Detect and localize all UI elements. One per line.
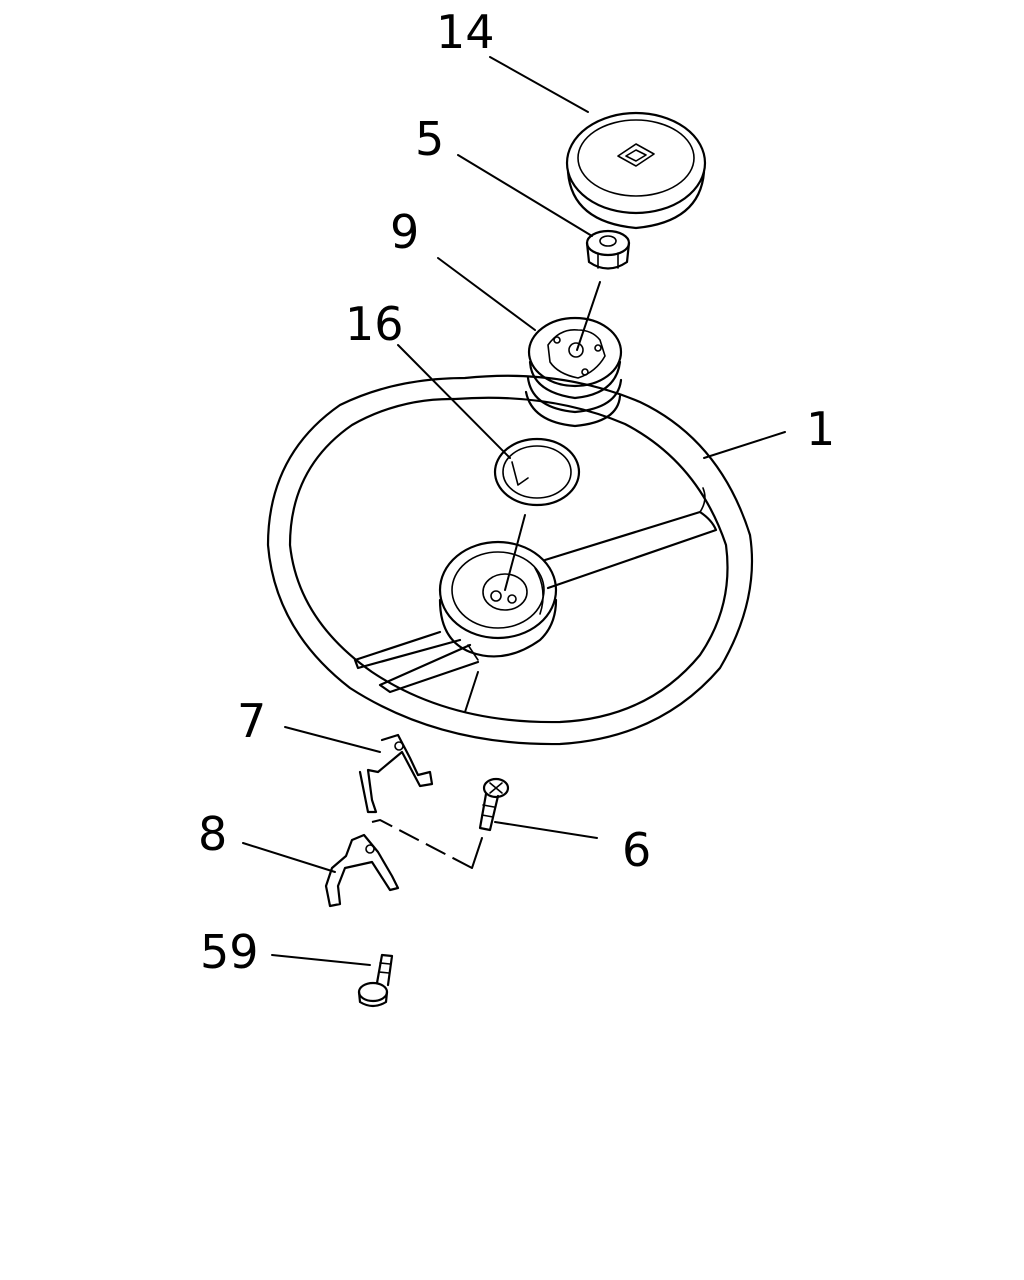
steering-wheel-part — [266, 374, 754, 746]
horn-cap-part — [565, 111, 707, 230]
retaining-ring-part — [493, 437, 581, 507]
screw-part — [478, 777, 510, 832]
callout-leaders — [242, 56, 786, 966]
callout-9: 9 — [390, 205, 419, 259]
callout-59: 59 — [200, 925, 259, 979]
callout-6: 6 — [622, 823, 651, 877]
callout-8: 8 — [198, 807, 227, 861]
callout-16: 16 — [345, 297, 404, 351]
assembly-lines — [371, 281, 601, 869]
callout-1: 1 — [806, 402, 835, 456]
callout-14: 14 — [436, 5, 495, 59]
bracket-lower-part — [324, 833, 400, 908]
callout-5: 5 — [415, 112, 444, 166]
hub-contact-part — [524, 316, 623, 428]
bracket-upper-part — [358, 733, 434, 814]
callout-7: 7 — [237, 694, 266, 748]
nut-part — [585, 229, 631, 270]
bolt-part — [357, 953, 394, 1008]
